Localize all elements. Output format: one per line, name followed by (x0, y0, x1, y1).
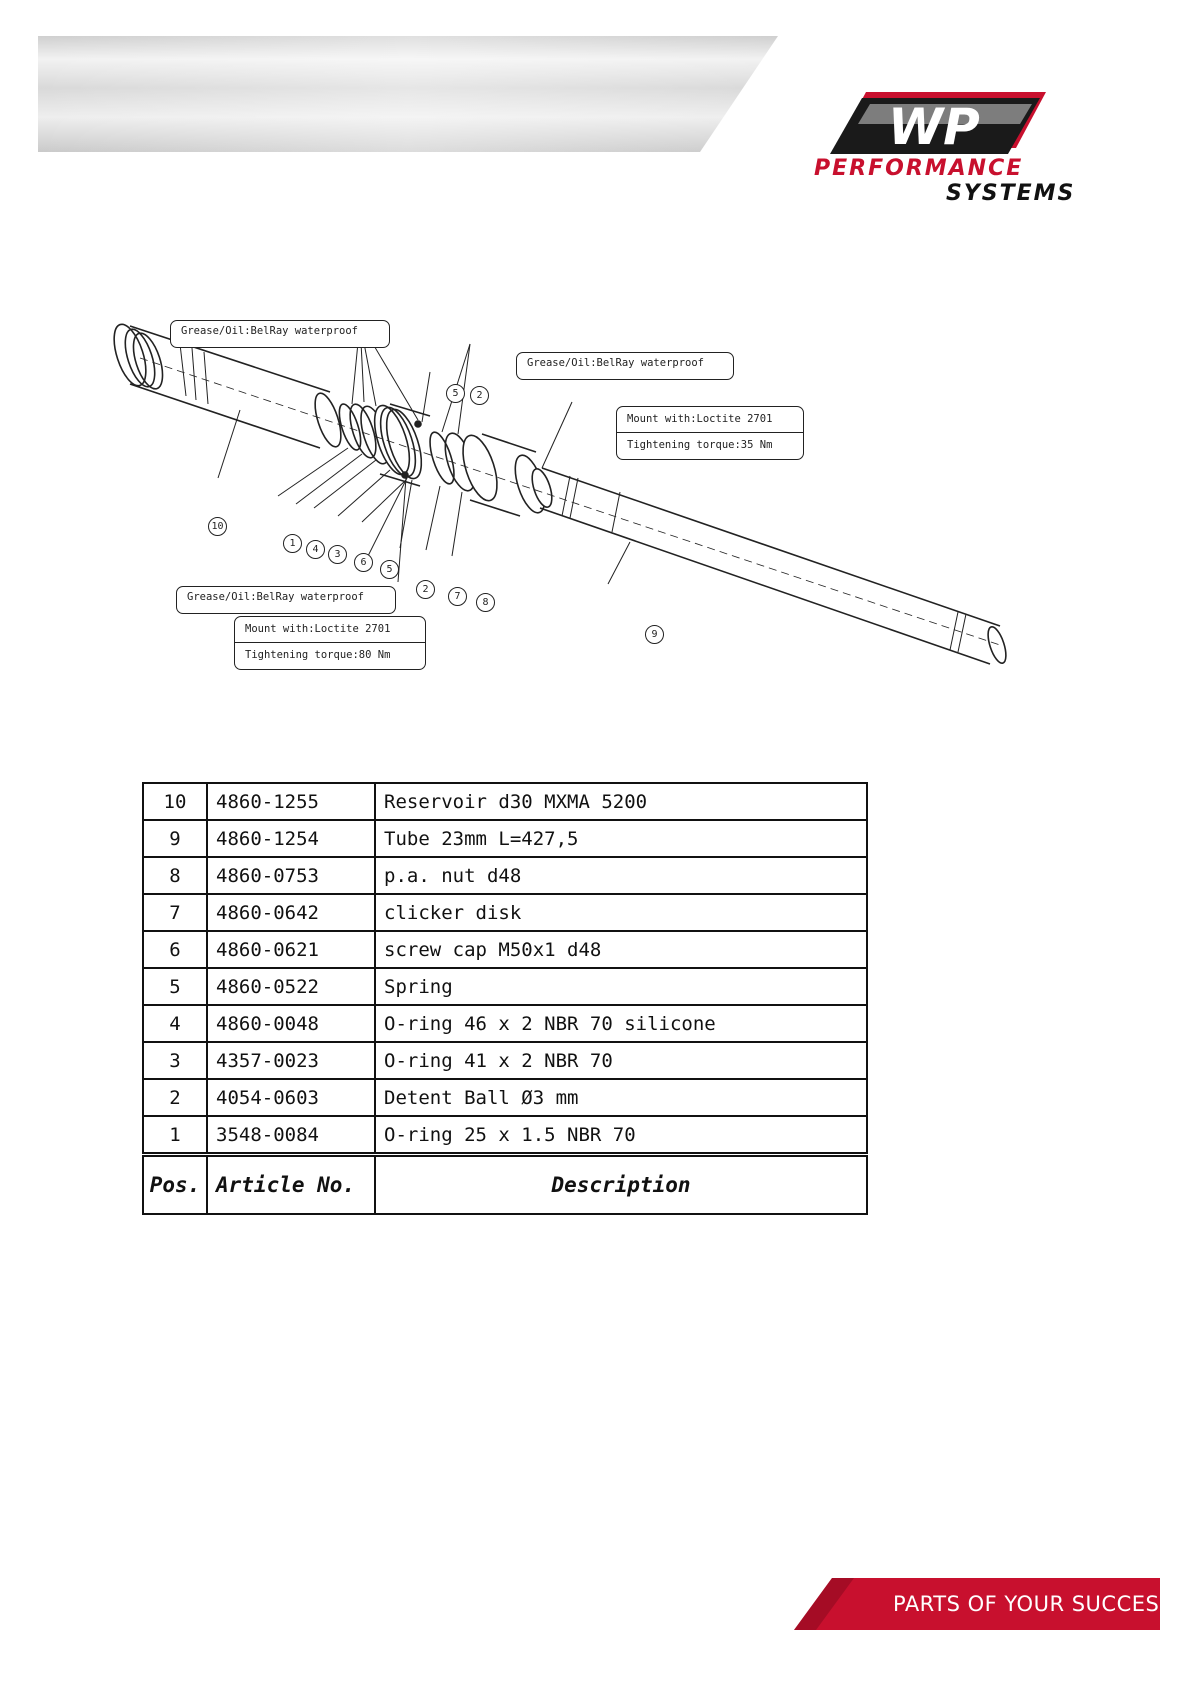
callout-mount-right-line2: Tightening torque:35 Nm (617, 432, 803, 458)
cell-description: O-ring 46 x 2 NBR 70 silicone (374, 1004, 868, 1043)
detent-ball-top (414, 420, 422, 428)
detent-ball-bottom (401, 471, 409, 479)
table-header-row: Pos. Article No. Description (142, 1152, 868, 1215)
cell-description: Tube 23mm L=427,5 (374, 819, 868, 858)
cell-article: 4860-1255 (206, 782, 376, 821)
callout-mount-right: Mount with:Loctite 2701 Tightening torqu… (616, 406, 804, 460)
clicker-disk (429, 431, 455, 485)
cell-description: Spring (374, 967, 868, 1006)
cell-article: 4860-0753 (206, 856, 376, 895)
callout-grease-top-left: Grease/Oil:BelRay waterproof (170, 320, 390, 348)
callout-grease-bottom-left: Grease/Oil:BelRay waterproof (176, 586, 396, 614)
screw-cap-part (373, 403, 431, 487)
footer-banner (794, 1578, 1160, 1630)
pa-nut-part (462, 433, 546, 517)
callout-mount-left-line1: Mount with:Loctite 2701 (245, 623, 391, 635)
badge-3: 3 (328, 545, 347, 564)
reservoir-part (113, 323, 342, 449)
cell-description: p.a. nut d48 (374, 856, 868, 895)
header-banner (38, 36, 778, 152)
cell-pos: 2 (142, 1078, 208, 1117)
badge-7: 7 (448, 587, 467, 606)
cell-article: 4054-0603 (206, 1078, 376, 1117)
logo-wp-text: WP (888, 98, 980, 156)
cell-article: 4860-0522 (206, 967, 376, 1006)
cell-description: screw cap M50x1 d48 (374, 930, 868, 969)
footer-slogan: PARTS OF YOUR SUCCESS (893, 1592, 1174, 1616)
header-description: Description (374, 1152, 868, 1215)
badge-6: 6 (354, 553, 373, 572)
cell-article: 4357-0023 (206, 1041, 376, 1080)
header-pos: Pos. (142, 1152, 208, 1215)
logo-systems: SYSTEMS (946, 181, 1076, 206)
cell-pos: 1 (142, 1115, 208, 1156)
cell-article: 4860-0642 (206, 893, 376, 932)
tube-part (531, 467, 1007, 665)
cell-pos: 3 (142, 1041, 208, 1080)
header-article: Article No. (206, 1152, 376, 1215)
cell-pos: 4 (142, 1004, 208, 1043)
cell-pos: 8 (142, 856, 208, 895)
badge-2: 2 (416, 580, 435, 599)
cell-article: 4860-0048 (206, 1004, 376, 1043)
callout-mount-right-line1: Mount with:Loctite 2701 (627, 413, 773, 425)
cell-pos: 6 (142, 930, 208, 969)
cell-article: 3548-0084 (206, 1115, 376, 1156)
cell-description: O-ring 25 x 1.5 NBR 70 (374, 1115, 868, 1156)
badge-9: 9 (645, 625, 664, 644)
exploded-assembly-diagram (113, 321, 1007, 665)
cell-pos: 9 (142, 819, 208, 858)
badge-10: 10 (208, 517, 227, 536)
cell-pos: 5 (142, 967, 208, 1006)
logo-performance: PERFORMANCE (814, 156, 1024, 181)
cell-description: O-ring 41 x 2 NBR 70 (374, 1041, 868, 1080)
wp-logo: WP (830, 92, 1046, 156)
cell-description: clicker disk (374, 893, 868, 932)
cell-description: Reservoir d30 MXMA 5200 (374, 782, 868, 821)
badge-4: 4 (306, 540, 325, 559)
callout-mount-left-line2: Tightening torque:80 Nm (235, 642, 425, 668)
o-ring-3 (349, 403, 377, 459)
badge-1: 1 (283, 534, 302, 553)
cell-description: Detent Ball Ø3 mm (374, 1078, 868, 1117)
o-ring-1 (338, 403, 362, 451)
cell-pos: 7 (142, 893, 208, 932)
badge-5-top: 5 (446, 384, 465, 403)
callout-mount-left: Mount with:Loctite 2701 Tightening torqu… (234, 616, 426, 670)
cell-article: 4860-0621 (206, 930, 376, 969)
badge-8: 8 (476, 593, 495, 612)
cell-article: 4860-1254 (206, 819, 376, 858)
cell-pos: 10 (142, 782, 208, 821)
badge-5: 5 (380, 560, 399, 579)
callout-grease-top-right: Grease/Oil:BelRay waterproof (516, 352, 734, 380)
badge-2-top: 2 (470, 386, 489, 405)
